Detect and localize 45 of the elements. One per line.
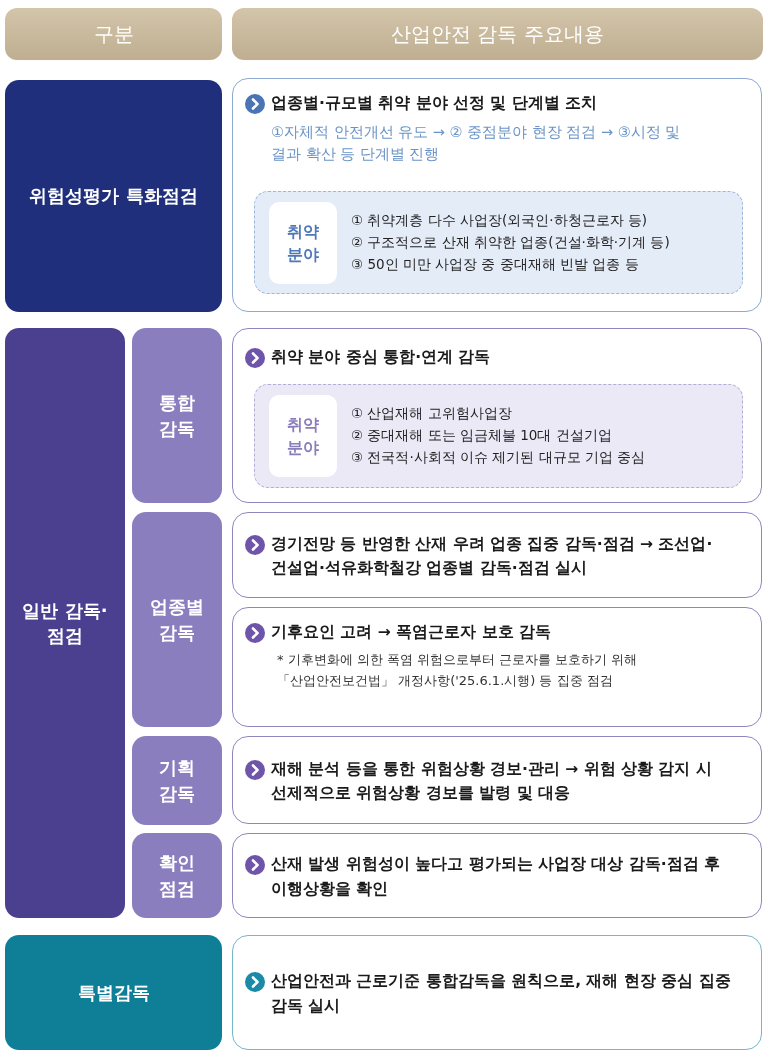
list-item: ③ 50인 미만 사업장 중 중대재해 빈발 업종 등: [351, 255, 640, 274]
tag-card: [269, 202, 337, 284]
bullet-text: 업종별·규모별 취약 분야 선정 및 단계별 조치: [271, 93, 598, 114]
list-item: ③ 전국적·사회적 이슈 제기된 대규모 기업 중심: [351, 449, 646, 467]
bullet-text: 재해 분석 등을 통한 위험상황 경보·관리 → 위험 상황 감지 시 선제적으로 위험상황 경보를 발령 및 대응: [271, 759, 713, 804]
content-card: [232, 328, 762, 503]
content-card: [232, 607, 762, 727]
tag-label: 취약 분야: [286, 413, 320, 459]
category-panel: [132, 512, 222, 727]
list-item: ① 취약계층 다수 사업장(외국인·하청근로자 등): [351, 211, 649, 230]
category-title: 위험성평가 특화점검: [29, 184, 198, 209]
category-panel: [5, 328, 125, 918]
content-card: [232, 833, 762, 918]
category-panel: [5, 80, 222, 312]
category-title: 기획 감독: [158, 756, 196, 806]
category-title: 통합 감독: [158, 391, 196, 441]
bullet-text: 경기전망 등 반영한 산재 우려 업종 집중 감독·점검 → 조선업·건설업·석유화학철강 업종별 감독·점검 실시: [271, 534, 714, 579]
content-card: [232, 78, 762, 312]
tag-label: 취약 분야: [286, 220, 320, 266]
header-cell: [232, 8, 763, 60]
dashed-panel: [254, 384, 743, 488]
category-title: 업종별 감독: [149, 595, 205, 645]
category-title: 특별감독: [77, 980, 150, 1005]
note-text: * 기후변화에 의한 폭염 위험으로부터 근로자를 보호하기 위해 「산업안전보건법」 개정사항('25.6.1.시행) 등 집중 점검: [277, 651, 639, 690]
category-title: 확인 점검: [158, 851, 196, 901]
category-title: 일반 감독·점검: [21, 598, 109, 648]
content-card: [232, 935, 762, 1050]
bullet-text: 산업안전과 근로기준 통합감독을 원칙으로, 재해 현장 중심 집중 감독 실시: [271, 971, 732, 1017]
list-item: ② 중대재해 또는 임금체불 10대 건설기업: [351, 427, 613, 445]
category-panel: [132, 736, 222, 825]
category-panel: [132, 833, 222, 918]
bullet-text: 취약 분야 중심 통합·연계 감독: [271, 347, 491, 368]
bullet-text: 기후요인 고려 → 폭염근로자 보호 감독: [271, 622, 551, 643]
list-item: ① 산업재해 고위험사업장: [351, 405, 513, 423]
content-card: [232, 736, 762, 824]
column-header: 산업안전 감독 주요내용: [391, 20, 604, 48]
step-text: ①자체적 안전개선 유도 → ② 중점분야 현장 점검 → ③시정 및 결과 확산 등 단계별 진행: [271, 123, 682, 165]
category-panel: [132, 328, 222, 503]
column-header: 구분: [93, 20, 134, 48]
bullet-text: 산재 발생 위험성이 높다고 평가되는 사업장 대상 감독·점검 후 이행상황을 확인: [271, 854, 722, 900]
category-panel: [5, 935, 222, 1050]
list-item: ② 구조적으로 산재 취약한 업종(건설·화학·기계 등): [351, 233, 670, 252]
header-cell: [5, 8, 222, 60]
content-card: [232, 512, 762, 598]
dashed-panel: [254, 191, 743, 294]
